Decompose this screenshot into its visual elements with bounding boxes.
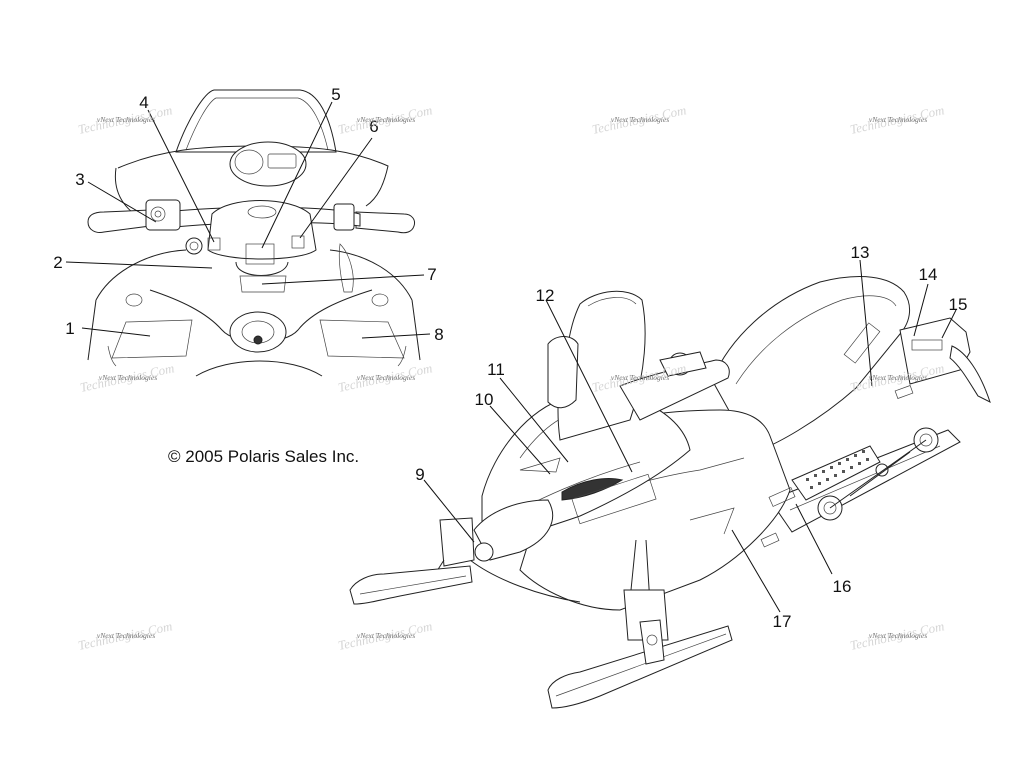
callout-3: 3 xyxy=(75,170,84,189)
callout-8: 8 xyxy=(434,325,443,344)
callout-16: 16 xyxy=(833,577,852,596)
watermark-text: vNext Technologies xyxy=(357,373,415,382)
watermark-text: vNext Technologies xyxy=(869,631,927,640)
callout-11: 11 xyxy=(487,360,505,379)
watermark: Technologies.Com vNext Technologies xyxy=(77,618,174,653)
callout-13: 13 xyxy=(851,243,870,262)
watermark-text: vNext Technologies xyxy=(869,115,927,124)
callout-2: 2 xyxy=(53,253,62,272)
callout-12: 12 xyxy=(536,286,555,305)
watermark-text: vNext Technologies xyxy=(97,115,155,124)
watermark-text: vNext Technologies xyxy=(357,631,415,640)
watermark: Technologies.Com vNext Technologies xyxy=(337,360,434,395)
watermark: Technologies.Com vNext Technologies xyxy=(849,618,946,653)
watermark: Technologies.Com vNext Technologies xyxy=(79,360,176,395)
callout-15: 15 xyxy=(949,295,968,314)
watermark-text: vNext Technologies xyxy=(611,373,669,382)
callout-14: 14 xyxy=(919,265,938,284)
callout-17: 17 xyxy=(773,612,792,631)
watermark: Technologies.Com vNext Technologies xyxy=(337,618,434,653)
callout-7: 7 xyxy=(427,265,436,284)
callout-1: 1 xyxy=(65,319,74,338)
watermark: Technologies.Com vNext Technologies xyxy=(591,102,688,137)
watermark-text: vNext Technologies xyxy=(869,373,927,382)
watermark-text: vNext Technologies xyxy=(357,115,415,124)
callout-5: 5 xyxy=(331,85,340,104)
callout-labels: 1 2 3 4 5 6 7 8 9 10 11 12 13 14 15 16 1… xyxy=(53,85,967,631)
callout-10: 10 xyxy=(475,390,494,409)
leader-lines xyxy=(65,101,957,613)
watermark-text: vNext Technologies xyxy=(97,631,155,640)
copyright-notice: © 2005 Polaris Sales Inc. xyxy=(168,447,359,466)
watermark-text: vNext Technologies xyxy=(611,115,669,124)
callout-9: 9 xyxy=(415,465,424,484)
dashboard-view xyxy=(87,89,421,377)
watermark: Technologies.Com vNext Technologies xyxy=(337,102,434,137)
traction-hatch xyxy=(806,450,869,489)
callout-6: 6 xyxy=(369,117,378,136)
watermark: Technologies.Com vNext Technologies xyxy=(849,102,946,137)
watermark-text: vNext Technologies xyxy=(99,373,157,382)
snowmobile-view xyxy=(349,276,991,709)
callout-4: 4 xyxy=(139,93,148,112)
